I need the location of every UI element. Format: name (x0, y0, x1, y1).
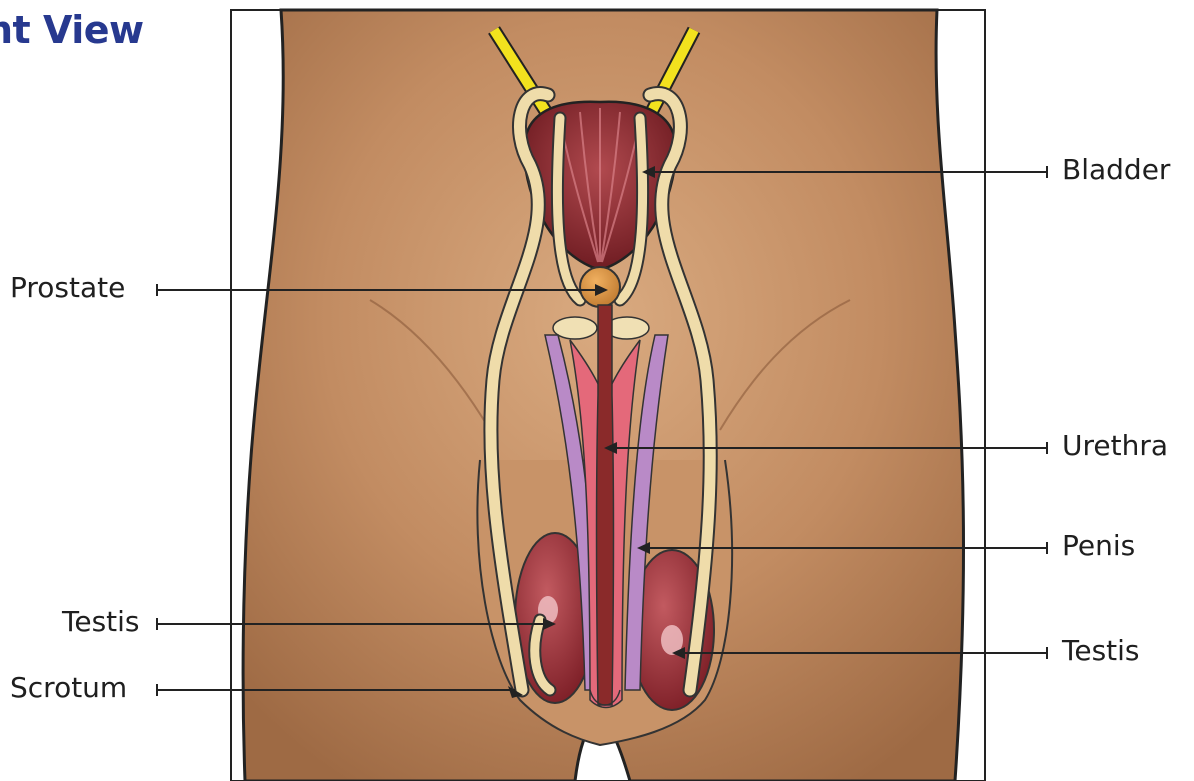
label-urethra: Urethra (1062, 429, 1168, 462)
label-scrotum: Scrotum (10, 671, 127, 704)
label-penis: Penis (1062, 529, 1135, 562)
label-testis-right: Testis (1062, 634, 1140, 667)
label-testis-left: Testis (62, 605, 140, 638)
urethra (597, 305, 614, 705)
label-bladder: Bladder (1062, 153, 1170, 186)
seminal-vesicle-left (553, 317, 597, 339)
label-prostate: Prostate (10, 271, 125, 304)
